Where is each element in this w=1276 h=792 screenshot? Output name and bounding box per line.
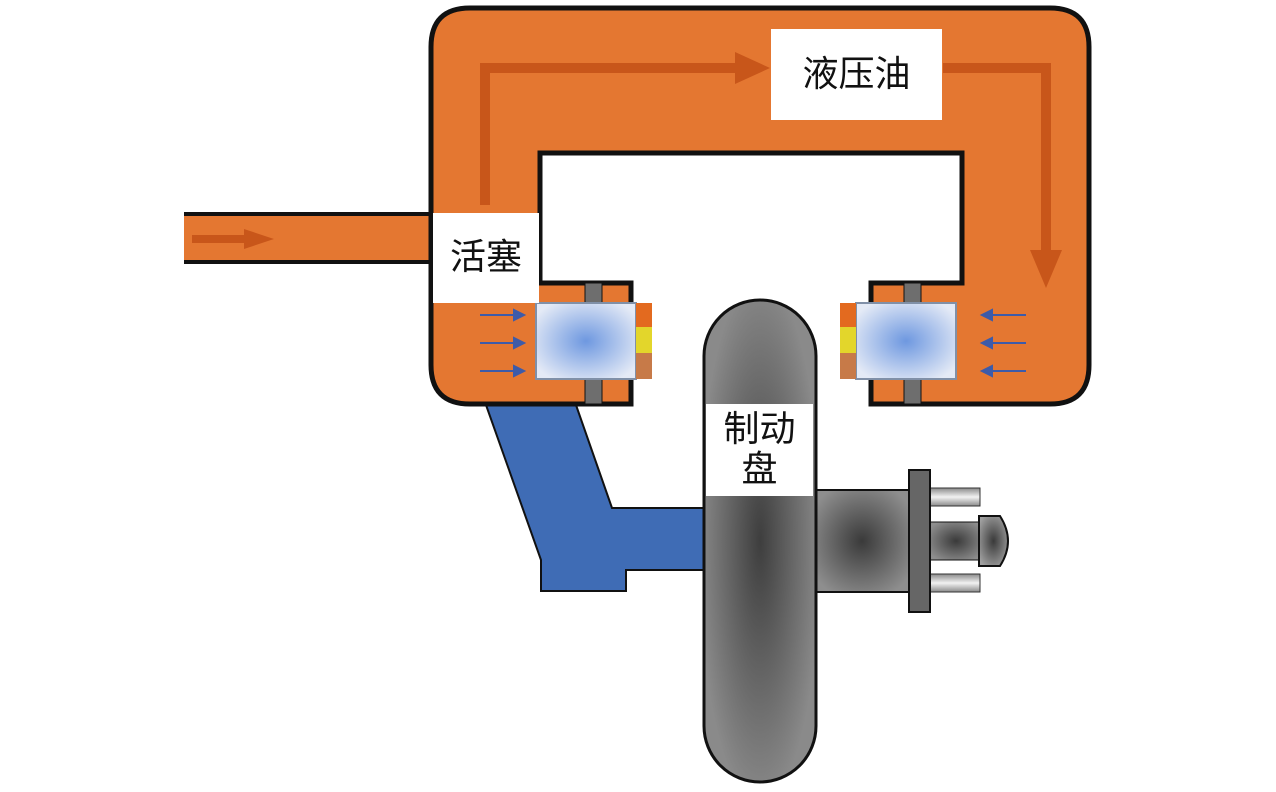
hub-axle — [929, 521, 983, 561]
brake-disc — [702, 298, 818, 784]
label-hydraulic-oil: 液压油 — [771, 29, 942, 120]
right-pad-yellow — [840, 327, 856, 353]
right-pad-brown — [840, 353, 856, 379]
left-pad-yellow — [636, 327, 652, 353]
hub-shaft — [813, 489, 911, 593]
left-pad-orange — [636, 303, 652, 327]
left-piston — [535, 302, 637, 380]
right-piston — [855, 302, 957, 380]
left-pad-brown — [636, 353, 652, 379]
hub-cap — [978, 515, 1009, 567]
pressure-arrows-left — [480, 308, 527, 378]
pressure-arrows-right — [979, 308, 1026, 378]
label-piston: 活塞 — [433, 213, 539, 303]
hub-bolt-top — [929, 487, 981, 507]
label-brake-disc: 制动 盘 — [706, 404, 813, 496]
hub-bolt-bottom — [929, 573, 981, 593]
hub-flange — [908, 469, 931, 613]
right-pad-orange — [840, 303, 856, 327]
oil-flow-arrow — [192, 52, 1062, 288]
mounting-bracket — [484, 404, 709, 592]
